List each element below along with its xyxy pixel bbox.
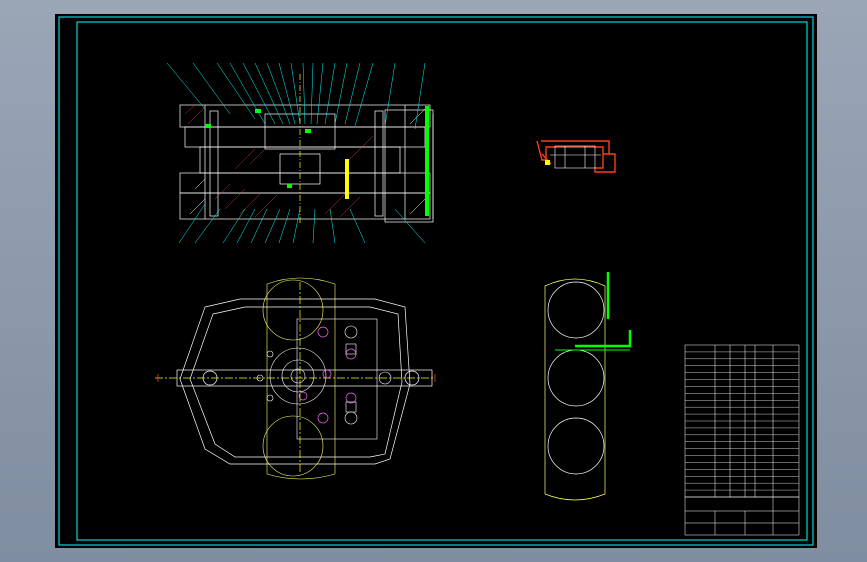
yellow-pin xyxy=(345,159,349,199)
inner-border xyxy=(76,21,808,541)
plan-magenta-holes xyxy=(298,326,357,424)
section-arrows xyxy=(157,374,436,382)
mold-plan-view xyxy=(155,282,435,474)
outer-border xyxy=(58,16,814,546)
hatch-white xyxy=(189,108,426,215)
cad-drawing xyxy=(58,16,814,546)
part-white-outline xyxy=(550,145,601,169)
title-block xyxy=(684,496,800,536)
plan-bolts xyxy=(256,325,392,425)
section-hatching xyxy=(184,104,374,218)
part-red-view xyxy=(536,140,616,173)
strip-blanks xyxy=(547,281,605,475)
strip-pilot xyxy=(575,272,632,348)
cad-viewport[interactable] xyxy=(55,14,817,548)
plan-yellow-shapes xyxy=(262,277,336,480)
bom-row-lines xyxy=(685,351,799,491)
mold-section-view xyxy=(179,74,434,224)
plan-core xyxy=(269,318,378,440)
callout-leaders xyxy=(166,62,426,244)
strip-layout-view xyxy=(544,278,606,501)
green-plate xyxy=(425,106,429,216)
